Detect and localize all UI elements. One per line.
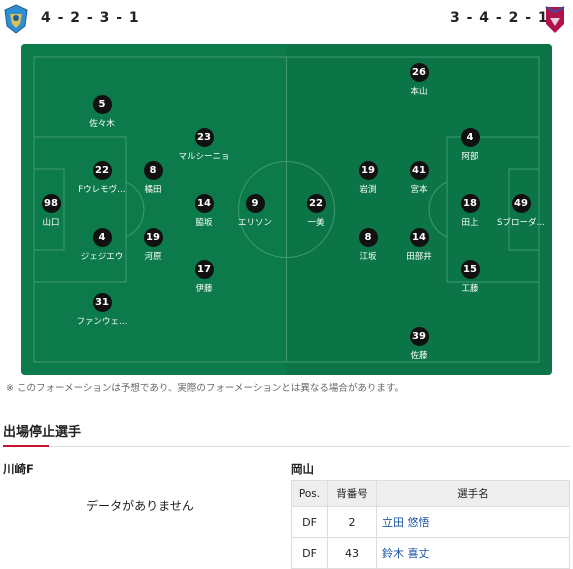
player-name: Sブローダ… — [497, 218, 545, 228]
player-number: 8 — [358, 228, 378, 247]
player-name: 田部井 — [406, 252, 432, 262]
suspended-section-title: 出場停止選手 — [3, 425, 82, 440]
player-number: 15 — [460, 260, 480, 279]
player-number: 14 — [409, 228, 429, 247]
player-number: 8 — [143, 161, 163, 180]
player-name: 阿部 — [461, 152, 479, 162]
away-player-mf[interactable]: 14 田部井 — [384, 228, 454, 262]
home-player-df[interactable]: 31 ファンウェ… — [67, 293, 137, 327]
home-player-mf[interactable]: 23 マルシーニョ — [169, 128, 239, 162]
player-name: 橘田 — [144, 185, 162, 195]
away-player-gk[interactable]: 49 Sブローダ… — [486, 194, 552, 228]
player-name: 岩渕 — [359, 185, 377, 195]
away-team-heading: 岡山 — [291, 462, 314, 476]
home-player-df[interactable]: 4 ジェジエウ — [67, 228, 137, 262]
player-name: 佐々木 — [89, 119, 115, 129]
player-number: 23 — [194, 128, 214, 147]
player-name: ファンウェ… — [76, 317, 128, 327]
player-name: 伊藤 — [195, 284, 213, 294]
player-number: 14 — [194, 194, 214, 213]
player-name: 山口 — [42, 218, 60, 228]
table-row: DF 43 鈴木 喜丈 — [291, 537, 570, 569]
home-player-mf[interactable]: 8 橘田 — [118, 161, 188, 195]
home-player-df[interactable]: 22 Fウレモヴ… — [67, 161, 137, 195]
player-name: 佐藤 — [410, 351, 428, 361]
player-number: 41 — [409, 161, 429, 180]
pitch: 98 山口 5 佐々木 22 Fウレモヴ… 4 ジェジエウ 31 ファンウェ… … — [21, 44, 552, 375]
formation-disclaimer: ※ このフォーメーションは予想であり、実際のフォーメーションとは異なる場合があり… — [6, 383, 404, 394]
away-player-mf[interactable]: 41 宮本 — [384, 161, 454, 195]
section-divider — [3, 446, 570, 447]
player-number: 39 — [409, 327, 429, 346]
player-name: マルシーニョ — [178, 152, 230, 162]
player-link[interactable]: 立田 悠悟 — [376, 506, 570, 538]
player-number: 5 — [92, 95, 112, 114]
home-player-mf[interactable]: 14 脇坂 — [169, 194, 239, 228]
player-name: 一美 — [307, 218, 325, 228]
player-name: 江坂 — [359, 252, 377, 262]
home-team-emblem[interactable] — [4, 4, 28, 34]
col-player-name: 選手名 — [376, 480, 570, 507]
away-player-df[interactable]: 4 阿部 — [435, 128, 505, 162]
player-number: 22 — [92, 161, 112, 180]
player-number: 17 — [194, 260, 214, 279]
away-player-mf[interactable]: 8 江坂 — [333, 228, 403, 262]
formation-header: 4 - 2 - 3 - 1 3 - 4 - 2 - 1 — [0, 0, 573, 40]
player-number: 26 — [409, 63, 429, 82]
player-number: 4 — [460, 128, 480, 147]
player-number: 98 — [41, 194, 61, 213]
player-name: 宮本 — [410, 185, 428, 195]
home-formation: 4 - 2 - 3 - 1 — [41, 10, 140, 26]
away-player-mf[interactable]: 19 岩渕 — [333, 161, 403, 195]
player-name: 河原 — [144, 252, 162, 262]
home-player-df[interactable]: 5 佐々木 — [67, 95, 137, 129]
player-number: 19 — [143, 228, 163, 247]
player-name: 工藤 — [461, 284, 479, 294]
player-number: 49 — [511, 194, 531, 213]
home-player-fw[interactable]: 9 エリソン — [220, 194, 290, 228]
player-name: エリソン — [237, 218, 272, 228]
player-name: ジェジエウ — [80, 252, 124, 262]
cell-pos: DF — [291, 537, 328, 569]
away-player-mf[interactable]: 26 本山 — [384, 63, 454, 97]
pitch-lines — [21, 44, 552, 375]
suspended-table: Pos. 背番号 選手名 DF 2 立田 悠悟 DF 43 鈴木 喜丈 — [291, 480, 570, 569]
away-player-df[interactable]: 18 田上 — [435, 194, 505, 228]
home-player-mf[interactable]: 17 伊藤 — [169, 260, 239, 294]
home-player-mf[interactable]: 19 河原 — [118, 228, 188, 262]
player-name: Fウレモヴ… — [78, 185, 126, 195]
section-accent-bar — [3, 445, 49, 447]
player-number: 31 — [92, 293, 112, 312]
away-formation: 3 - 4 - 2 - 1 — [450, 10, 549, 26]
home-player-gk[interactable]: 98 山口 — [21, 194, 86, 228]
cell-number: 2 — [327, 506, 377, 538]
player-link[interactable]: 鈴木 喜丈 — [376, 537, 570, 569]
player-name: 脇坂 — [195, 218, 213, 228]
away-player-df[interactable]: 15 工藤 — [435, 260, 505, 294]
player-number: 9 — [245, 194, 265, 213]
player-name: 本山 — [410, 87, 428, 97]
away-player-mf[interactable]: 39 佐藤 — [384, 327, 454, 361]
player-number: 4 — [92, 228, 112, 247]
player-number: 19 — [358, 161, 378, 180]
away-team-emblem[interactable] — [543, 4, 567, 34]
player-number: 18 — [460, 194, 480, 213]
home-team-heading: 川崎F — [3, 462, 34, 476]
table-header-row: Pos. 背番号 選手名 — [291, 480, 570, 507]
col-pos: Pos. — [291, 480, 328, 507]
player-number: 22 — [306, 194, 326, 213]
cell-pos: DF — [291, 506, 328, 538]
cell-number: 43 — [327, 537, 377, 569]
away-player-fw[interactable]: 22 一美 — [281, 194, 351, 228]
col-number: 背番号 — [327, 480, 377, 507]
table-row: DF 2 立田 悠悟 — [291, 506, 570, 538]
home-no-data: データがありません — [86, 499, 194, 513]
player-name: 田上 — [461, 218, 479, 228]
